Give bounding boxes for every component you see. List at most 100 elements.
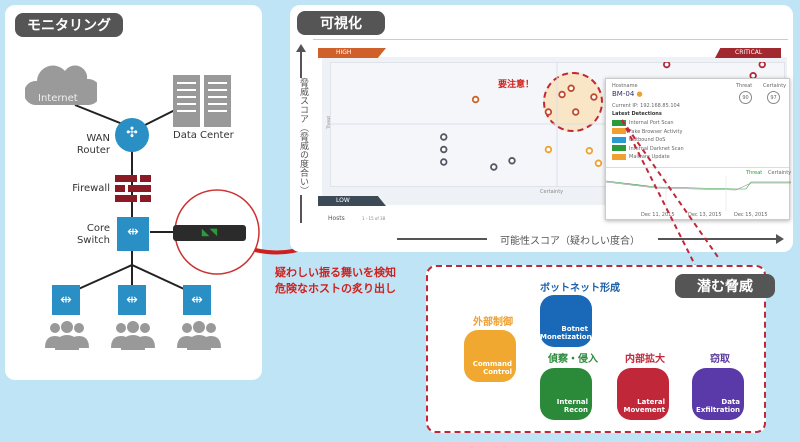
threat-score: 90 xyxy=(739,91,752,104)
critical-label: CRITICAL xyxy=(735,49,763,56)
x-axis-line-left xyxy=(397,238,487,240)
high-label: HIGH xyxy=(336,49,352,56)
detection-item[interactable]: Internal Darknet Scan xyxy=(612,145,684,154)
detection-name: Fake Browser Activity xyxy=(629,128,683,135)
certainty-score-label: Certainty xyxy=(763,83,787,89)
sensor-appliance: ◣◥ xyxy=(173,225,246,241)
access-switch-icon: ⇹ xyxy=(118,285,146,315)
host-point[interactable] xyxy=(663,62,671,69)
detection-name: Internal Darknet Scan xyxy=(629,145,684,152)
latest-detections-label: Latest Detections xyxy=(612,111,662,117)
x-axis-line-right xyxy=(658,238,778,240)
host-point[interactable] xyxy=(571,108,580,116)
detection-item[interactable]: Fake Browser Activity xyxy=(612,128,684,137)
host-point[interactable] xyxy=(585,147,594,155)
cloud-icon xyxy=(25,65,97,105)
attention-highlight xyxy=(543,72,603,132)
wan-router-icon: ✣ xyxy=(115,118,149,152)
hosts-label: Hosts xyxy=(328,215,345,222)
hosts-range: 1 - 15 of 38 xyxy=(362,216,386,221)
host-point[interactable] xyxy=(558,90,566,99)
internal-recon-tile: Internal Recon xyxy=(540,368,592,420)
host-point[interactable] xyxy=(440,133,448,141)
data-center-icon xyxy=(173,75,231,127)
host-point[interactable] xyxy=(440,145,448,154)
visualization-title: 可視化 xyxy=(297,11,385,35)
detection-item[interactable]: Outbound DoS xyxy=(612,136,684,145)
exfil-stage-label: 窃取 xyxy=(710,354,730,365)
hostname: BM-04 xyxy=(612,90,635,98)
detection-name: Internal Port Scan xyxy=(629,120,674,126)
callout-dashed-lines xyxy=(621,119,721,266)
certainty-axis-label: Certainty xyxy=(540,189,564,195)
firewall-label: Firewall xyxy=(72,183,110,194)
attention-label: 要注意！ xyxy=(498,80,535,90)
host-point[interactable] xyxy=(594,159,603,167)
monitoring-title: モニタリング xyxy=(15,13,123,37)
timeline-chart: Threat Certainty Dec 11, 2015 Dec 13, 20… xyxy=(606,167,792,221)
host-point[interactable] xyxy=(490,163,498,171)
wan-router-label: WAN Router xyxy=(76,133,110,156)
timeline-date: Dec 15, 2015 xyxy=(734,212,768,218)
timeline-date: Dec 13, 2015 xyxy=(688,212,722,218)
detection-tag xyxy=(612,153,626,160)
hostname-value[interactable]: BM-04 ● xyxy=(612,90,643,98)
x-axis-label: 可能性スコア（疑わしい度合） xyxy=(500,236,640,247)
host-point[interactable] xyxy=(590,93,598,101)
users-icon xyxy=(111,321,155,350)
host-point[interactable] xyxy=(544,145,553,154)
annotation-line1: 疑わしい振る舞いを検知 xyxy=(275,266,396,279)
detection-name: Malware Update xyxy=(629,154,670,160)
threats-title: 潜む脅威 xyxy=(675,274,775,298)
host-point[interactable] xyxy=(567,84,575,92)
timeline-lines xyxy=(606,176,791,211)
certainty-score: 97 xyxy=(767,91,780,104)
core-switch-label: Core Switch xyxy=(76,223,110,246)
users-icon xyxy=(45,321,89,350)
host-point[interactable] xyxy=(508,157,516,165)
high-banner: HIGH xyxy=(318,48,386,58)
detection-item[interactable]: Malware Update xyxy=(612,153,684,162)
host-detail-popup: Hostname BM-04 ● Current IP: 192.168.85.… xyxy=(605,78,792,221)
detection-name: Outbound DoS xyxy=(629,137,666,143)
detection-item[interactable]: Internal Port Scan xyxy=(612,119,684,128)
detection-tag xyxy=(612,145,626,151)
data-center-label: Data Center xyxy=(173,130,234,141)
lateral-stage-label: 内部拡大 xyxy=(625,354,665,365)
annotation-line2: 危険なホストの炙り出し xyxy=(275,282,396,295)
access-switch-icon: ⇹ xyxy=(52,285,80,315)
timeline-threat-label: Threat xyxy=(746,170,763,176)
divider xyxy=(313,39,788,40)
botnet-monetization-tile: Botnet Monetization xyxy=(540,295,592,347)
access-switch-icon: ⇹ xyxy=(183,285,211,315)
annotation-text: 疑わしい振る舞いを検知危険なホストの炙り出し xyxy=(275,265,396,297)
detection-tag xyxy=(612,128,626,134)
core-switch-icon: ⇹ xyxy=(117,217,149,251)
detection-tag xyxy=(612,136,626,143)
botnet-stage-label: ボットネット形成 xyxy=(540,283,620,294)
host-point[interactable] xyxy=(758,62,766,69)
detection-tag xyxy=(612,119,626,126)
host-point[interactable] xyxy=(544,108,553,116)
data-exfiltration-tile: Data Exfiltration xyxy=(692,368,744,420)
critical-banner: CRITICAL xyxy=(715,48,781,58)
hostname-label: Hostname xyxy=(612,83,638,89)
users-icon xyxy=(177,321,221,350)
timeline-date: Dec 11, 2015 xyxy=(641,212,675,218)
y-axis-label: 脅威スコア（脅威の度合い） xyxy=(294,78,308,195)
internet-label: Internet xyxy=(38,93,78,104)
host-point[interactable] xyxy=(471,95,480,104)
y-axis-arrowhead xyxy=(296,44,306,52)
timeline-certainty-label: Certainty xyxy=(768,170,792,176)
current-ip: Current IP: 192.168.85.104 xyxy=(612,103,680,109)
recon-stage-label: 偵察・侵入 xyxy=(548,354,598,365)
lateral-movement-tile: Lateral Movement xyxy=(617,368,669,420)
x-axis-arrowhead xyxy=(776,234,784,244)
threat-score-label: Threat xyxy=(736,83,753,89)
low-banner: LOW xyxy=(318,196,386,206)
monitoring-panel: モニタリング Internet Data Center ✣ WAN Router… xyxy=(5,5,262,380)
host-point[interactable] xyxy=(440,158,448,166)
low-label: LOW xyxy=(336,197,350,204)
star-icon: ● xyxy=(636,90,643,98)
